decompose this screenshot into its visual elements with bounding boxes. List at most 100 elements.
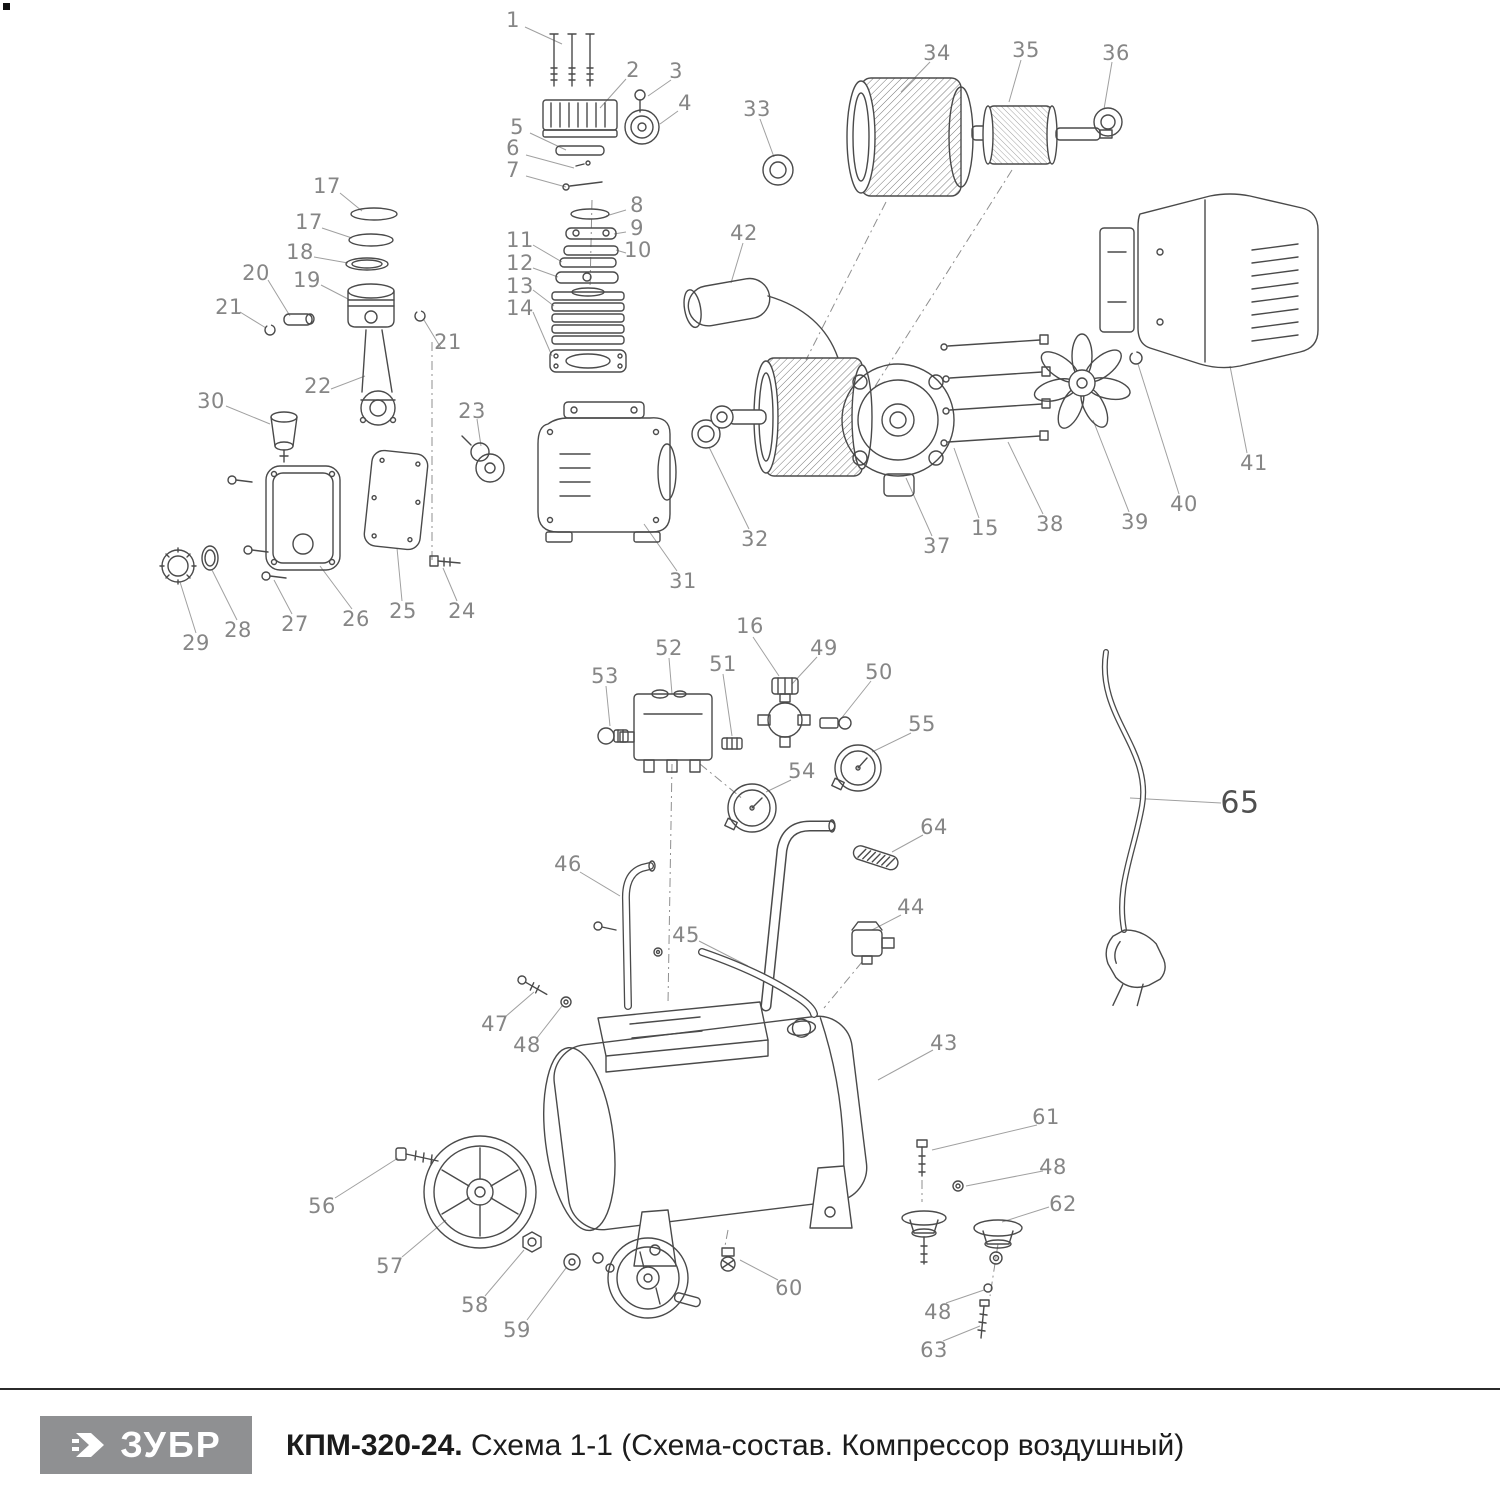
part-label-5: 5: [510, 115, 524, 139]
part-label-11: 11: [506, 228, 534, 252]
part-label-34: 34: [923, 41, 951, 65]
part-label-16: 16: [736, 614, 764, 638]
check-valve: [851, 921, 895, 965]
axle-nut: [522, 1231, 542, 1253]
part-label-45: 45: [672, 923, 700, 947]
footer-divider: [0, 1388, 1500, 1390]
part-label-47: 47: [481, 1012, 509, 1036]
capacitor: [683, 277, 771, 329]
part-label-58: 58: [461, 1293, 489, 1317]
part-label-8: 8: [630, 193, 644, 217]
part-label-31: 31: [669, 569, 697, 593]
part-label-40: 40: [1170, 492, 1198, 516]
zubr-logo: ЗУБР: [40, 1416, 252, 1474]
model-number: КПМ-320-24.: [286, 1429, 463, 1462]
eccentric: [461, 435, 505, 483]
oil-sight-plug: [159, 547, 197, 585]
power-cord: [1101, 649, 1166, 1007]
part-label-57: 57: [376, 1254, 404, 1278]
part-label-61: 61: [1032, 1105, 1060, 1129]
part-label-14: 14: [506, 296, 534, 320]
zubr-arrow-icon: [72, 1433, 105, 1457]
rubber-foot-right: [973, 1219, 1023, 1249]
part-label-60: 60: [775, 1276, 803, 1300]
valve-plates: [555, 145, 619, 284]
part-label-6: 6: [506, 136, 520, 160]
part-label-41: 41: [1240, 451, 1268, 475]
piston-rings: [345, 207, 398, 271]
handle-tube: [760, 819, 836, 1012]
spring: [852, 845, 899, 871]
part-label-19: 19: [293, 268, 321, 292]
part-label-13: 13: [506, 274, 534, 298]
piston-pin: [283, 313, 315, 326]
fan-clip: [1129, 351, 1143, 365]
platform-washer: [560, 996, 572, 1008]
part-label-20: 20: [242, 261, 270, 285]
zubr-logo-text: ЗУБР: [120, 1424, 222, 1465]
wheel-small: [607, 1237, 701, 1319]
nipple-51: [721, 737, 743, 750]
part-label-25: 25: [389, 599, 417, 623]
part-label-22: 22: [304, 374, 332, 398]
pump-platform: [597, 1001, 769, 1073]
construction-lines: [431, 169, 1013, 1297]
transfer-tube: [698, 948, 818, 1018]
head-bolts: [549, 33, 595, 87]
foot-screw-63: [977, 1299, 990, 1339]
part-label-55: 55: [908, 712, 936, 736]
part-label-46: 46: [554, 852, 582, 876]
part-label-38: 38: [1036, 512, 1064, 536]
pin-clips: [264, 310, 426, 336]
part-label-4: 4: [678, 91, 692, 115]
gauge-55: [831, 744, 882, 792]
cover-screws: [227, 475, 287, 581]
leader-lines: [179, 26, 1248, 1342]
part-label-42: 42: [730, 221, 758, 245]
part-label-29: 29: [182, 631, 210, 655]
regulator: [757, 677, 811, 748]
fan: [1033, 333, 1131, 429]
washer-59: [563, 1252, 615, 1273]
cover-bolt: [429, 555, 461, 567]
part-label-10: 10: [624, 238, 652, 262]
part-label-53: 53: [591, 664, 619, 688]
part-label-36: 36: [1102, 41, 1130, 65]
washer-48c: [983, 1251, 1003, 1293]
part-label-54: 54: [788, 759, 816, 783]
part-label-44: 44: [897, 895, 925, 919]
wheel-large: [423, 1135, 537, 1249]
outlet-pipe: [621, 860, 656, 1010]
cylinder-gasket: [549, 349, 627, 373]
part-label-52: 52: [655, 636, 683, 660]
motor-through-bolts: [940, 334, 1051, 447]
part-label-48: 48: [1039, 1155, 1067, 1179]
part-label-17: 17: [313, 174, 341, 198]
part-label-1: 1: [506, 8, 520, 32]
part-label-48: 48: [513, 1033, 541, 1057]
cylinder: [551, 287, 625, 345]
fan-shroud: [1099, 193, 1319, 369]
crankcase-cover: [265, 465, 341, 571]
part-label-15: 15: [971, 516, 999, 540]
part-label-30: 30: [197, 389, 225, 413]
part-label-43: 43: [930, 1031, 958, 1055]
breather-plug: [270, 411, 298, 463]
part-label-35: 35: [1012, 38, 1040, 62]
gauge-54: [724, 783, 777, 833]
fitting-50: [819, 716, 852, 730]
part-label-18: 18: [286, 240, 314, 264]
cylinder-head: [542, 99, 618, 138]
part-label-56: 56: [308, 1194, 336, 1218]
crankcase: [537, 401, 677, 543]
corner-mark: [3, 3, 10, 10]
part-label-2: 2: [626, 58, 640, 82]
tank-legs: [633, 1165, 853, 1267]
part-label-37: 37: [923, 534, 951, 558]
part-label-3: 3: [669, 59, 683, 83]
part-label-24: 24: [448, 599, 476, 623]
foot-screw-61: [916, 1139, 928, 1177]
head-bolt: [634, 89, 646, 113]
connecting-rod: [359, 329, 397, 426]
part-label-33: 33: [743, 97, 771, 121]
